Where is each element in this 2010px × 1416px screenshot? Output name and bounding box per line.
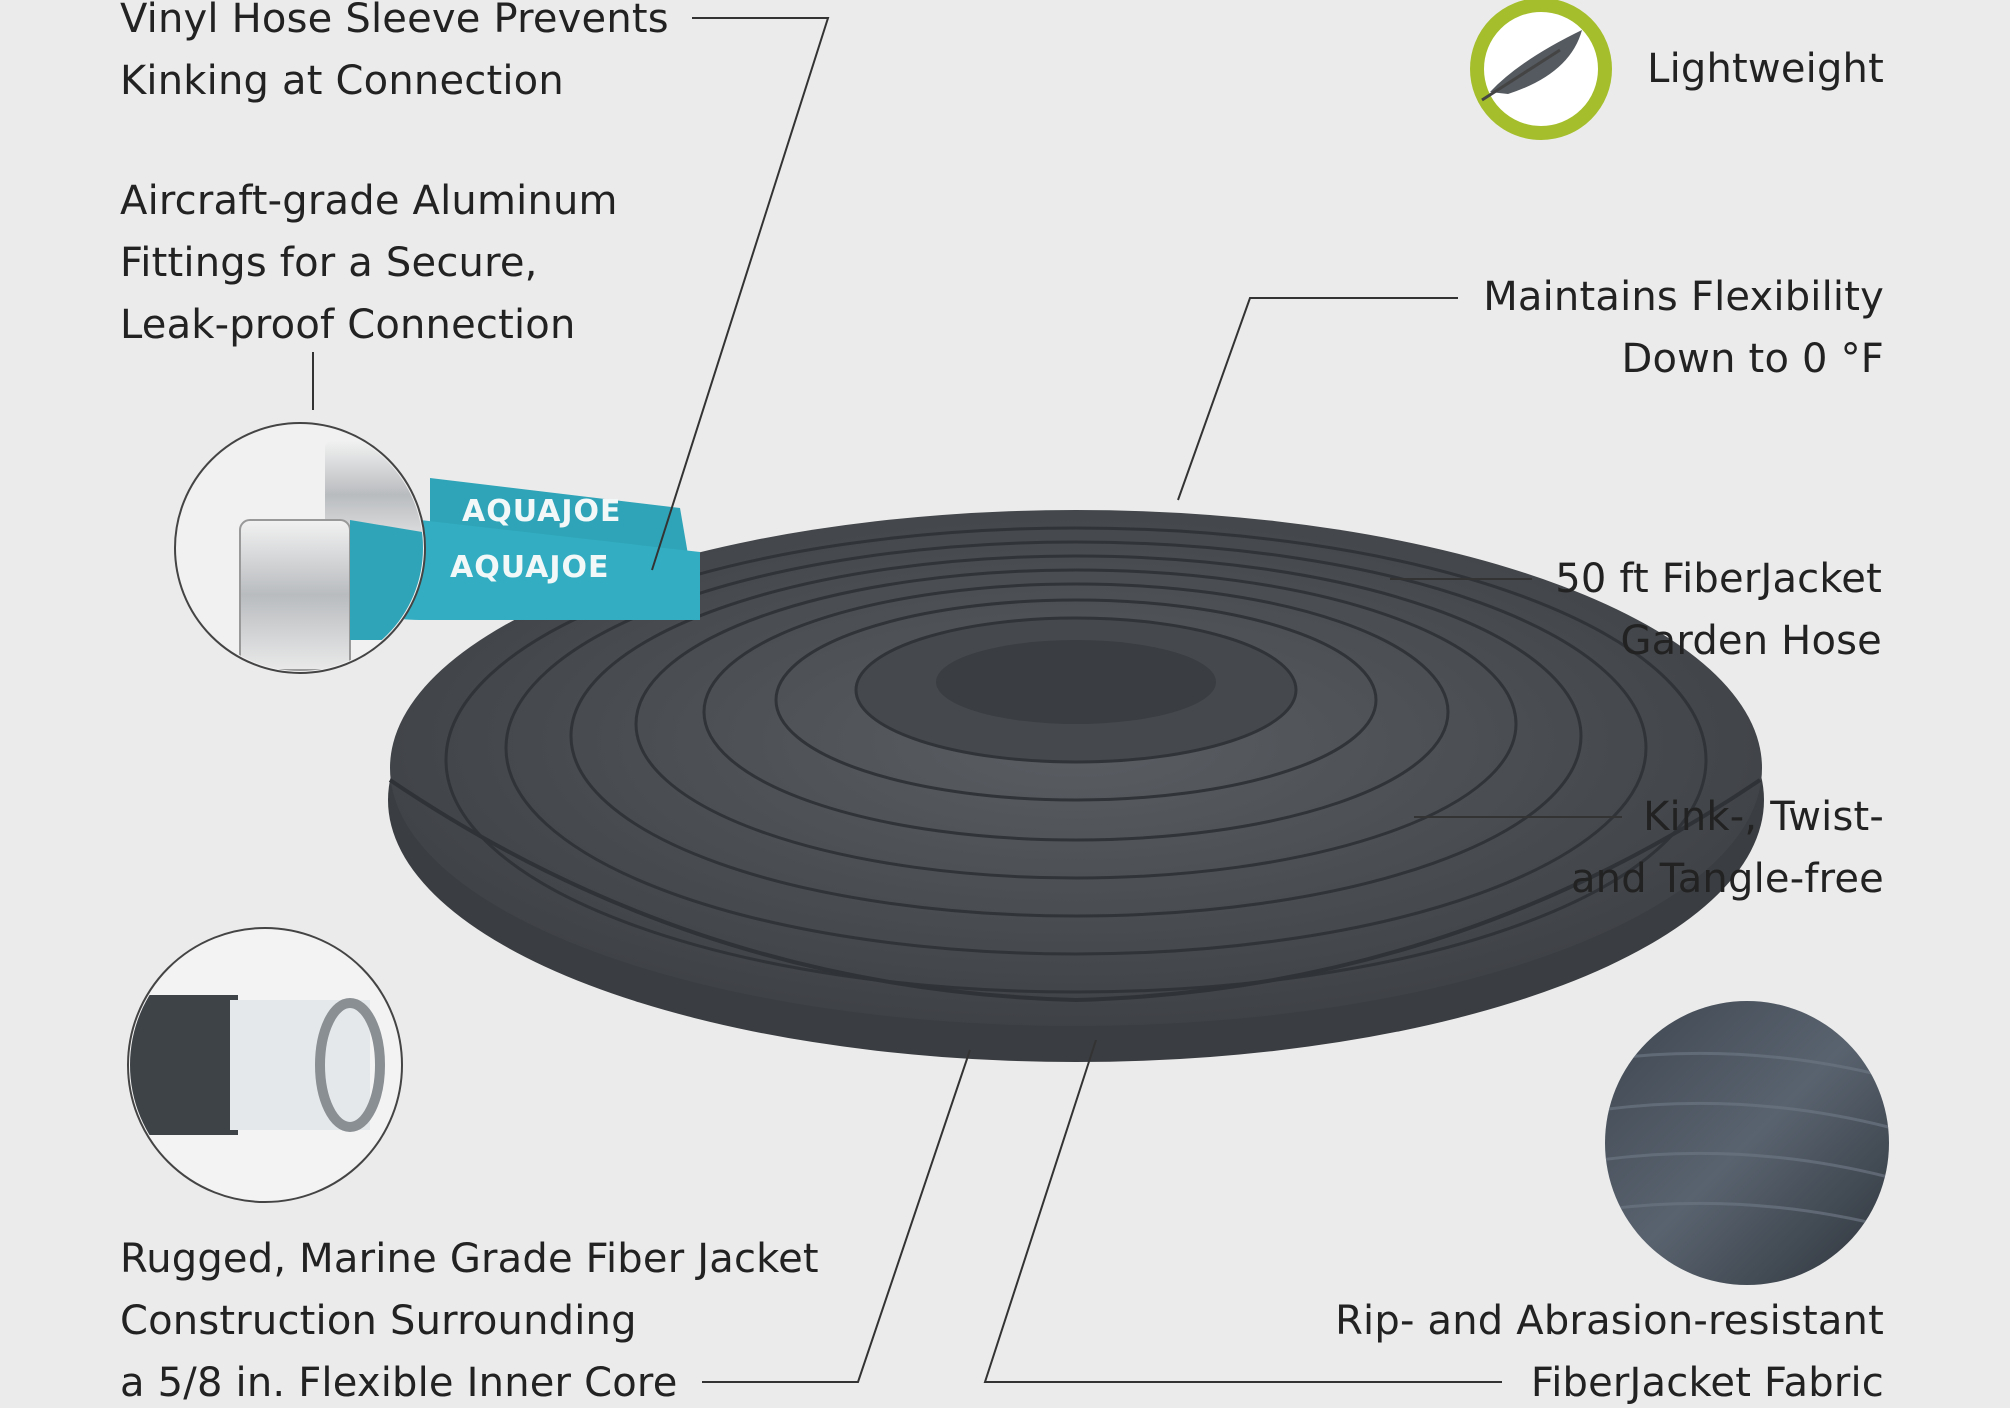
callout-rip-line1: Rip- and Abrasion-resistant bbox=[1335, 1298, 1884, 1344]
callout-flexibility-line2: Down to 0 °F bbox=[1621, 336, 1884, 382]
callout-fiberjacket-hose: 50 ft FiberJacket Garden Hose bbox=[1555, 548, 1882, 672]
fabric-inset bbox=[1605, 1001, 1889, 1285]
callout-flexibility: Maintains Flexibility Down to 0 °F bbox=[1483, 266, 1884, 390]
callout-aluminum-line2: Fittings for a Secure, bbox=[120, 240, 538, 286]
hose-connectors bbox=[340, 478, 700, 620]
bottom-border bbox=[0, 1408, 2010, 1416]
callout-rugged-line1: Rugged, Marine Grade Fiber Jacket bbox=[120, 1236, 819, 1282]
fitting-inset bbox=[174, 422, 426, 674]
callout-kink-free-line1: Kink-, Twist- bbox=[1643, 794, 1884, 840]
feather-icon bbox=[1470, 0, 1612, 140]
callout-kink-free-line2: and Tangle-free bbox=[1570, 856, 1884, 902]
callout-leaders bbox=[312, 17, 1622, 1383]
callout-aluminum-line3: Leak-proof Connection bbox=[120, 302, 576, 348]
inner-core-inset bbox=[127, 927, 403, 1203]
callout-lightweight-line1: Lightweight bbox=[1647, 46, 1884, 92]
callout-rugged-line3: a 5/8 in. Flexible Inner Core bbox=[120, 1360, 678, 1406]
hose-coil bbox=[388, 510, 1764, 1062]
callout-vinyl-sleeve-line2: Kinking at Connection bbox=[120, 58, 564, 104]
callout-aluminum-fittings: Aircraft-grade Aluminum Fittings for a S… bbox=[120, 170, 618, 356]
callout-lightweight: Lightweight bbox=[1647, 38, 1884, 100]
brand-label-top: AQUAJOE bbox=[462, 494, 622, 529]
callout-rugged-line2: Construction Surrounding bbox=[120, 1298, 637, 1344]
callout-fiberjacket-line2: Garden Hose bbox=[1620, 618, 1882, 664]
callout-vinyl-sleeve-line1: Vinyl Hose Sleeve Prevents bbox=[120, 0, 669, 42]
callout-rugged-jacket: Rugged, Marine Grade Fiber Jacket Constr… bbox=[120, 1228, 819, 1414]
callout-aluminum-line1: Aircraft-grade Aluminum bbox=[120, 178, 618, 224]
callout-rip-resistant: Rip- and Abrasion-resistant FiberJacket … bbox=[1335, 1290, 1884, 1414]
callout-rip-line2: FiberJacket Fabric bbox=[1530, 1360, 1884, 1406]
callout-fiberjacket-line1: 50 ft FiberJacket bbox=[1555, 556, 1882, 602]
callout-flexibility-line1: Maintains Flexibility bbox=[1483, 274, 1884, 320]
callout-kink-free: Kink-, Twist- and Tangle-free bbox=[1571, 786, 1884, 910]
brand-label-bottom: AQUAJOE bbox=[450, 550, 610, 585]
callout-vinyl-sleeve: Vinyl Hose Sleeve Prevents Kinking at Co… bbox=[120, 0, 669, 112]
